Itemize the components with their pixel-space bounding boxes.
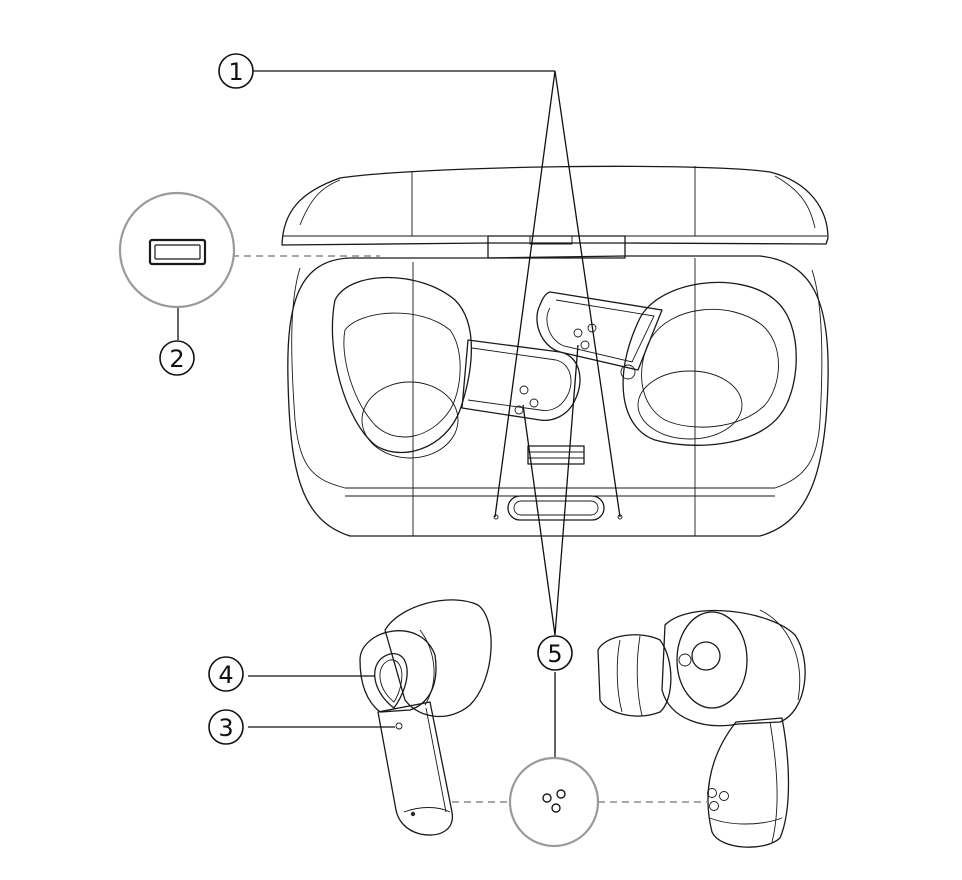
left-earbud bbox=[359, 599, 492, 836]
charging-contacts-icon bbox=[707, 788, 729, 811]
callout-2-label: 2 bbox=[169, 345, 184, 373]
usb-port-icon bbox=[148, 238, 207, 266]
callout-5-label: 5 bbox=[547, 640, 562, 668]
contacts-detail bbox=[508, 756, 600, 848]
callout-3-label: 3 bbox=[218, 714, 233, 742]
leader-lines bbox=[177, 70, 708, 803]
callout-3: 3 bbox=[208, 709, 244, 745]
charging-contacts-icon bbox=[542, 789, 566, 813]
callout-4: 4 bbox=[208, 656, 244, 692]
callout-1-label: 1 bbox=[228, 58, 243, 86]
callout-1: 1 bbox=[218, 53, 254, 89]
case-base bbox=[287, 255, 829, 537]
case-lid bbox=[281, 165, 829, 259]
callout-5: 5 bbox=[537, 635, 573, 671]
usb-port-detail bbox=[118, 191, 236, 309]
callout-2: 2 bbox=[159, 340, 195, 376]
callout-4-label: 4 bbox=[218, 661, 233, 689]
right-earbud bbox=[597, 609, 806, 848]
charging-contacts-icon bbox=[514, 385, 539, 415]
